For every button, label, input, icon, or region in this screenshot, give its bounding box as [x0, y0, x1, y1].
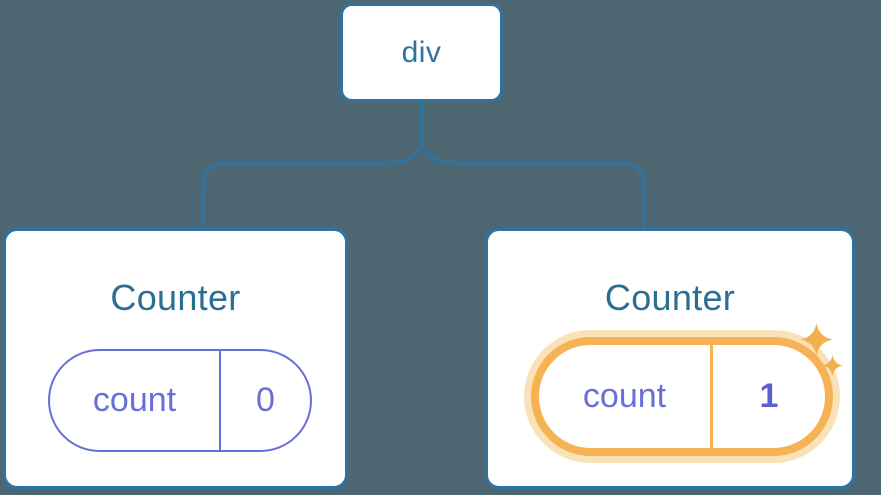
state-pill-left-value-segment: 0 — [221, 351, 310, 450]
sparkle-icon-small — [822, 355, 843, 376]
counter-card-right: Counter count 1 — [485, 228, 855, 489]
counter-card-left: Counter count 0 — [3, 228, 348, 489]
state-pill-right-value-segment: 1 — [713, 345, 825, 448]
state-name-label: count — [582, 377, 667, 415]
state-pill-right-name-segment: count — [539, 345, 713, 448]
state-value-label: 0 — [256, 381, 275, 419]
state-value-label: 1 — [759, 377, 779, 415]
connector-right-branch — [420, 102, 646, 228]
state-name-label: count — [92, 381, 177, 419]
state-pill-left: count 0 — [48, 349, 312, 452]
state-pill-left-name-segment: count — [50, 351, 221, 450]
counter-right-title: Counter — [604, 277, 736, 318]
root-node-label: div — [401, 35, 442, 69]
counter-left-title: Counter — [110, 277, 241, 318]
sparkle-icon-large — [800, 323, 833, 356]
state-pill-right-highlighted: count 1 — [531, 337, 833, 456]
connector-left-branch — [201, 102, 423, 228]
root-node-div: div — [340, 3, 503, 102]
